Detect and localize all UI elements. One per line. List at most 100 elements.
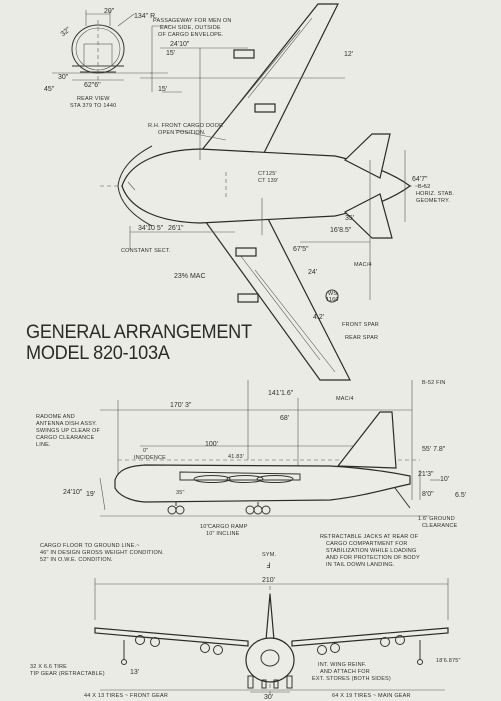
cargo-floor-note: CARGO FLOOR TO GROUND LINE.~ xyxy=(40,543,140,549)
side-dim: 68' xyxy=(280,415,289,422)
engine-pod-side xyxy=(256,475,294,483)
tip-gear-note: 32 X 6.6 TIRE xyxy=(30,664,67,670)
title-line-2: MODEL 820-103A xyxy=(26,342,170,364)
ground-clearance-note: CLEARANCE xyxy=(422,523,458,529)
cargo-floor-note: 46" IN DESIGN GROSS WEIGHT CONDITION. xyxy=(40,550,164,556)
top-dim: 67'5" xyxy=(293,246,309,253)
side-dim: 100' xyxy=(205,441,218,448)
engine-pod xyxy=(233,49,255,59)
side-dim: 19' xyxy=(86,491,95,498)
engine-front xyxy=(330,643,340,653)
engine-front xyxy=(395,635,405,645)
passageway-note: OF CARGO ENVELOPE. xyxy=(158,32,224,38)
side-dim: 8'0" xyxy=(422,491,434,498)
fuselage-profile xyxy=(114,464,411,503)
cargo-ramp-note: CARGO RAMP xyxy=(208,524,248,530)
radome-note: SWINGS UP CLEAR OF xyxy=(36,428,100,434)
radome-note: ANTENNA DISH ASSY. xyxy=(36,421,97,427)
rear-dim-floor: 30" xyxy=(58,74,69,81)
front-spar-label: FRONT SPAR xyxy=(342,322,379,328)
side-dim: 10' xyxy=(440,476,449,483)
radome-note: LINE. xyxy=(36,442,51,448)
horizontal-stabilizer xyxy=(343,193,393,239)
radome-note: CARGO CLEARANCE xyxy=(36,435,94,441)
left-wing-front xyxy=(94,627,249,647)
rear-view: 20" 32" 30" 45" 62"6" 15' 134" R. REAR V… xyxy=(44,8,170,109)
constant-sect-note: CONSTANT SECT. xyxy=(121,248,171,254)
rear-dim-bottom: 45" xyxy=(44,86,55,93)
centerline-symbol: Ⅎ xyxy=(266,561,271,570)
passageway-note: EACH SIDE, OUTSIDE xyxy=(160,25,221,31)
side-dim: 21'3" xyxy=(418,471,434,478)
stab-geometry: HORIZ. STAB. xyxy=(416,191,454,197)
rear-view-station: STA 379 TO 1440 xyxy=(70,103,116,109)
cts-label: CT 139' xyxy=(258,178,278,184)
passageway-note: PASSAGEWAY FOR MEN ON xyxy=(153,18,232,24)
cts-label: CT125' xyxy=(258,171,277,177)
engine-front xyxy=(213,645,223,655)
cargo-door-note: OPEN POSITION. xyxy=(158,130,206,136)
stab-geometry: B-52 xyxy=(418,184,430,190)
wing-reinf-note: INT. WING REINF. xyxy=(318,662,367,668)
side-view: 141'1.6" 170' 3" 68' 100' 55' 7.8" 24'10… xyxy=(36,380,466,568)
top-dim: 24'10" xyxy=(170,41,190,48)
wing-station-label: 1160 xyxy=(326,297,339,303)
top-dim: 4.2' xyxy=(313,314,324,321)
engine-pod xyxy=(235,247,257,257)
engine-front xyxy=(150,637,160,647)
fin-front xyxy=(265,593,275,641)
engine-front xyxy=(317,645,327,655)
wing-reinf-note: EXT. STORES (BOTH SIDES) xyxy=(312,676,391,682)
engine-pod xyxy=(237,293,259,303)
fuselage-plan xyxy=(121,148,412,224)
wing-station-label: WS xyxy=(328,291,337,297)
jacks-note: CARGO COMPARTMENT FOR xyxy=(326,541,408,547)
side-mac-label: MAC/4 xyxy=(336,396,354,402)
front-gear-note: 44 X 13 TIRES ~ FRONT GEAR xyxy=(84,693,168,699)
side-dim: 41.83' xyxy=(228,454,244,460)
stab-geometry: GEOMETRY. xyxy=(416,198,450,204)
rear-dim-side: 32" xyxy=(60,26,73,38)
jacks-note: AND FOR PROTECTION OF BODY xyxy=(326,555,420,561)
top-dim: 12' xyxy=(344,51,353,58)
side-dim-length: 170' 3" xyxy=(170,402,192,409)
wing-reinf-note: AND ATTACH FOR xyxy=(320,669,370,675)
top-dim: 35' xyxy=(345,215,354,222)
incidence-label: INCIDENCE xyxy=(134,455,166,461)
rear-spar-label: REAR SPAR xyxy=(345,335,378,341)
main-gear-note: 64 X 19 TIRES ~ MAIN GEAR xyxy=(332,693,411,699)
engine-front xyxy=(135,635,145,645)
engine-pod xyxy=(254,103,276,113)
cargo-door-note: R.H. FRONT CARGO DOOR xyxy=(148,123,223,129)
radome-note: RADOME AND xyxy=(36,414,75,420)
title-line-1: GENERAL ARRANGEMENT xyxy=(26,321,252,343)
stab-geometry: 64'7" xyxy=(412,176,428,183)
vertical-fin xyxy=(336,411,397,469)
engine-front xyxy=(200,643,210,653)
sym-label: SYM. xyxy=(262,552,277,558)
engine-pod-side xyxy=(226,475,264,483)
incidence-label: 0" xyxy=(143,448,148,454)
jacks-note: RETRACTABLE JACKS AT REAR OF xyxy=(320,534,419,540)
top-dim: 26'1" xyxy=(168,225,184,232)
top-dim: 34'10 5" xyxy=(138,225,164,232)
fin-label: B-52 FIN xyxy=(422,380,446,386)
front-view: SYM. Ⅎ 210' 13' 30' 18'6.875" 32 X 6.6 T… xyxy=(30,552,460,701)
cargo-ramp-note: 10" INCLINE xyxy=(206,531,240,537)
top-dim-mac: 23% MAC xyxy=(174,273,206,280)
side-dim-mac: 141'1.6" xyxy=(268,390,294,397)
front-dim-track: 30' xyxy=(264,694,273,701)
mac-label: MAC/4 xyxy=(354,262,372,268)
jacks-note: STABILIZATION WHILE LOADING xyxy=(326,548,416,554)
rear-view-caption: REAR VIEW xyxy=(77,96,110,102)
side-dim: 10" xyxy=(200,524,209,530)
top-view: PASSAGEWAY FOR MEN ON EACH SIDE, OUTSIDE… xyxy=(100,3,454,381)
side-dim: 6.5' xyxy=(455,492,466,499)
right-wing-front xyxy=(291,627,449,647)
tip-gear-note: TIP GEAR (RETRACTABLE) xyxy=(30,671,105,677)
drawing-title: GENERAL ARRANGEMENT MODEL 820-103A xyxy=(26,322,269,364)
span-dim: 210' xyxy=(262,577,275,584)
side-dim: 35" xyxy=(176,490,185,496)
side-dim-height: 55' 7.8" xyxy=(422,446,446,453)
